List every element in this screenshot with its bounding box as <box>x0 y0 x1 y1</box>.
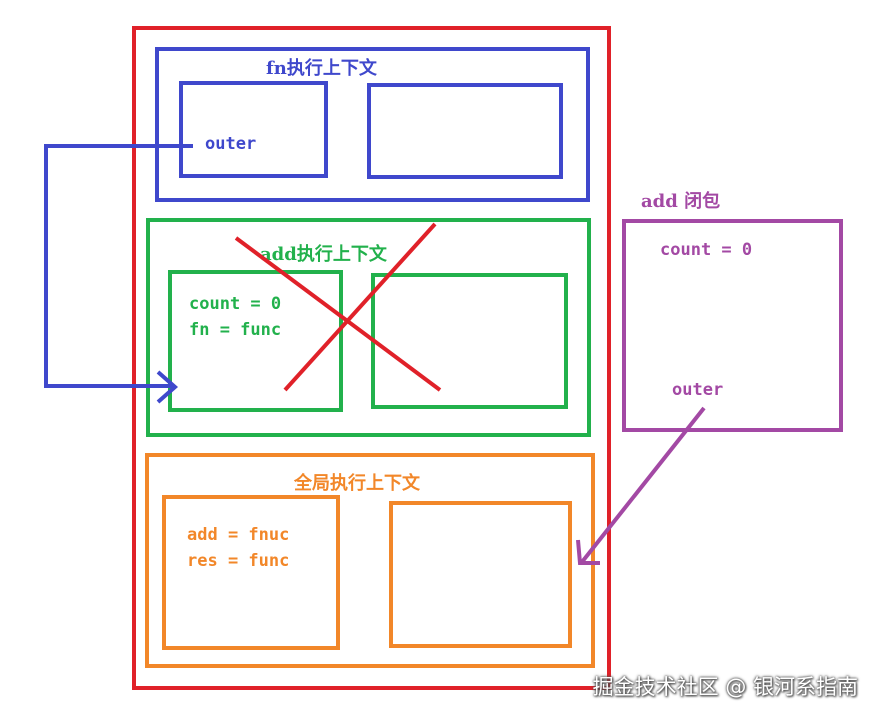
fn-context-left-box <box>179 81 328 178</box>
closure-box <box>622 219 843 432</box>
closure-outer-label: outer <box>672 380 724 400</box>
global-context-left-box <box>162 495 340 650</box>
add-context-fn-line: fn = func <box>189 320 282 340</box>
fn-context-right-box <box>367 83 563 179</box>
closure-count-line: count = 0 <box>660 240 753 260</box>
fn-context-title: fn执行上下文 <box>266 58 377 79</box>
fn-context-outer-label: outer <box>205 134 257 154</box>
add-context-count-line: count = 0 <box>189 294 282 314</box>
watermark: 掘金技术社区 @ 银河系指南 <box>592 675 858 699</box>
global-context-res-line: res = func <box>187 551 290 571</box>
global-context-right-box <box>389 501 572 648</box>
closure-title: add 闭包 <box>641 191 721 212</box>
add-context-right-box <box>371 273 568 409</box>
global-context-add-line: add = fnuc <box>187 525 290 545</box>
add-context-left-box <box>168 270 343 412</box>
global-context-title: 全局执行上下文 <box>294 473 420 494</box>
fn-context-box <box>155 47 590 202</box>
add-context-title: add执行上下文 <box>260 244 387 265</box>
